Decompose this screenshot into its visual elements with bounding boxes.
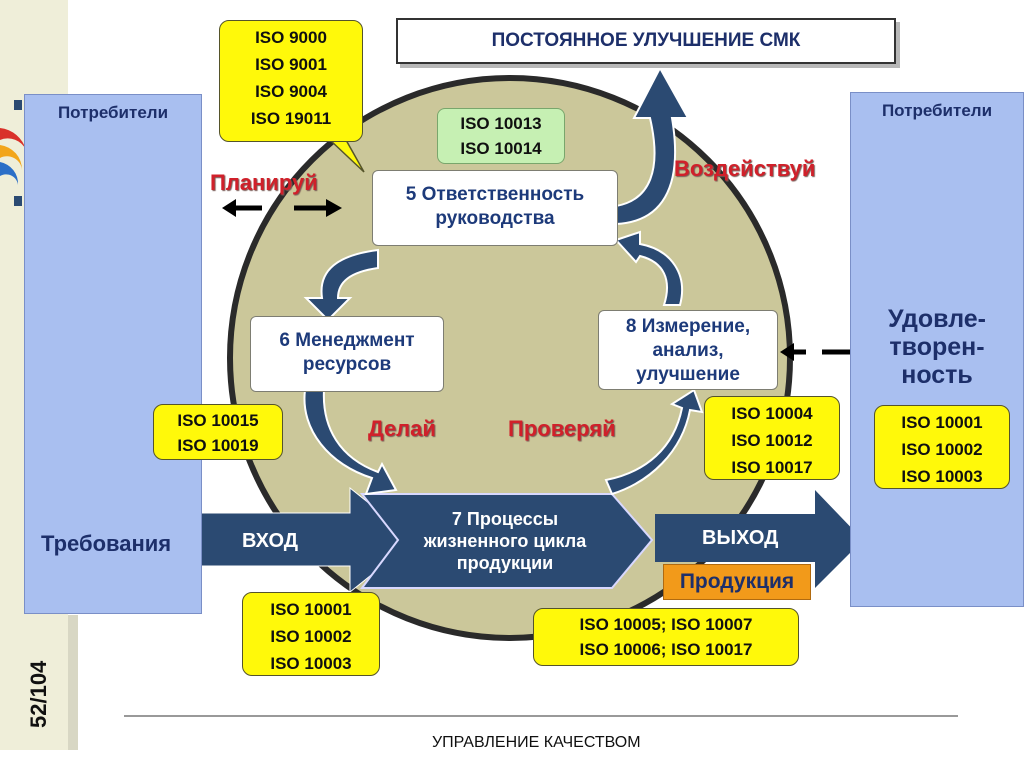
process-8-box: 8 Измерение,анализ,улучшение	[598, 310, 778, 390]
left-decor-strip-lower	[68, 615, 78, 750]
do-label: Делай	[368, 416, 436, 441]
left-panel-title: Потребители	[57, 103, 169, 122]
page-title: ПОСТОЯННОЕ УЛУЧШЕНИЕ СМК	[396, 18, 896, 64]
input-label: ВХОД	[242, 530, 299, 552]
check-label: Проверяй	[508, 416, 616, 441]
satisfaction-label: Удовле- творен- ность	[888, 305, 986, 389]
requirements-label: Требования	[41, 531, 172, 556]
output-arrow	[655, 490, 863, 588]
right-panel-title: Потребители	[881, 101, 993, 120]
arrow-p6-to-p7	[303, 389, 398, 496]
right-customers-panel: Потребители Удовле- творен- ность	[850, 92, 1024, 607]
plan-label: Планируй	[210, 170, 318, 195]
arrow-p5-to-p6	[303, 248, 379, 322]
act-label: Воздействуй	[674, 156, 816, 181]
logo-fragment-icon	[0, 100, 26, 206]
output-label: ВЫХОД	[702, 527, 779, 549]
act-arrow	[615, 65, 690, 226]
left-customers-panel: Потребители Требования	[24, 94, 202, 614]
product-label: Продукция	[663, 564, 811, 600]
arrow-p7-to-p8	[604, 388, 704, 496]
footer-caption: УПРАВЛЕНИЕ КАЧЕСТВОМ	[432, 734, 641, 751]
